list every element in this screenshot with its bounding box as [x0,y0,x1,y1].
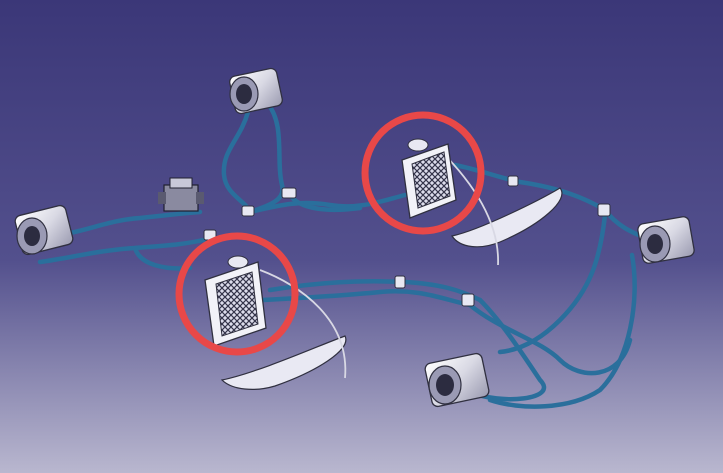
hose-connectors [203,175,611,307]
coolant-hoses[interactable] [37,101,653,409]
fin-plate-lower [220,335,347,390]
highlight-circle-lower-radiator [175,232,299,356]
motor-housing-right[interactable] [637,216,695,264]
motor-housing-left[interactable] [14,204,74,256]
cable-lower [259,269,347,379]
radiator-lower[interactable] [204,255,267,347]
pump-unit[interactable] [158,177,204,212]
highlight-circle-upper-radiator [361,111,485,235]
radiator-upper[interactable] [401,138,457,219]
fin-plate-upper [451,187,563,248]
motor-housing-top[interactable] [229,67,284,115]
motor-housing-bottom[interactable] [424,352,490,408]
